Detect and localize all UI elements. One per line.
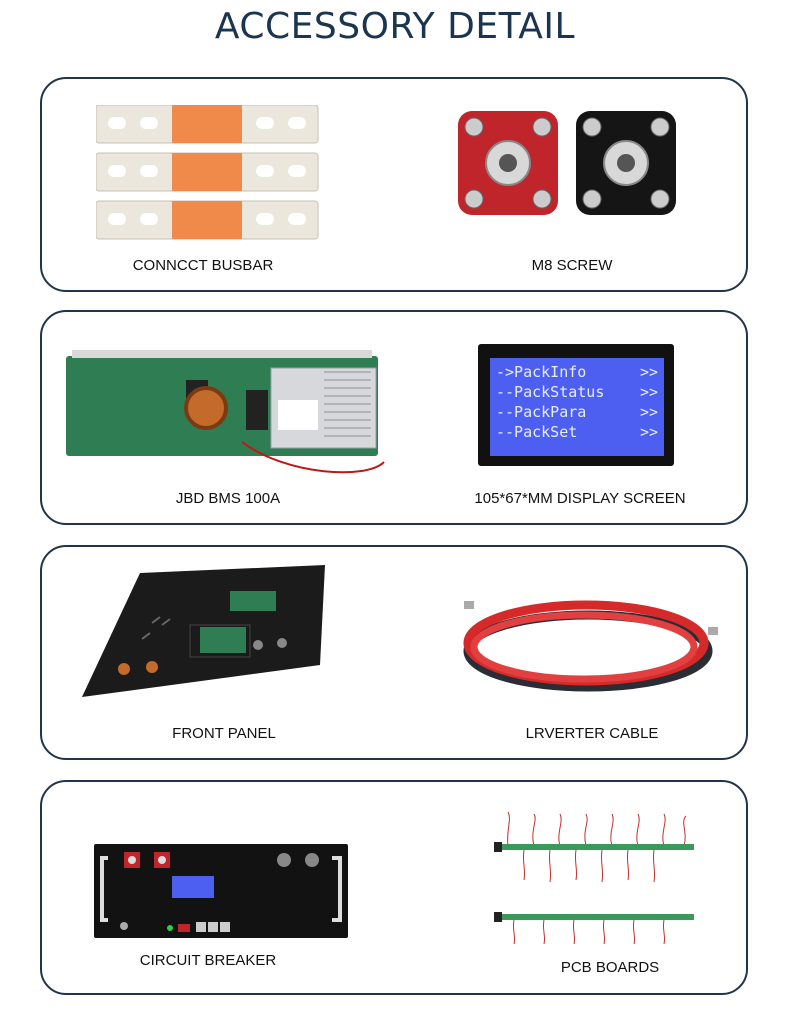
busbar-image bbox=[96, 105, 321, 241]
m8-screw-caption: M8 SCREW bbox=[531, 257, 613, 274]
accessory-card-2: JBD BMS 100A ->PackInfo>> --PackStatus>>… bbox=[40, 310, 748, 525]
bms-board-image bbox=[66, 350, 386, 480]
display-line-2: --PackStatus>> bbox=[496, 383, 658, 401]
circuit-breaker-caption: CIRCUIT BREAKER bbox=[139, 952, 277, 969]
accessory-card-1: CONNCCT BUSBAR M8 SCREW bbox=[40, 77, 748, 292]
page-title: ACCESSORY DETAIL bbox=[214, 6, 576, 47]
pcb-boards-caption: PCB BOARDS bbox=[560, 959, 660, 976]
display-line-1: ->PackInfo>> bbox=[496, 363, 658, 381]
front-panel-image bbox=[80, 565, 330, 700]
inverter-cable-image bbox=[460, 591, 722, 701]
bms-caption: JBD BMS 100A bbox=[175, 490, 281, 507]
display-caption: 105*67*MM DISPLAY SCREEN bbox=[474, 490, 686, 507]
accessory-card-4: CIRCUIT BREAKER PCB BOARDS bbox=[40, 780, 748, 995]
display-screen-image[interactable]: ->PackInfo>> --PackStatus>> --PackPara>>… bbox=[478, 344, 674, 466]
pcb-boards-image bbox=[494, 810, 698, 946]
front-panel-caption: FRONT PANEL bbox=[172, 725, 276, 742]
display-line-4: --PackSet>> bbox=[496, 423, 658, 441]
inverter-cable-caption: LRVERTER CABLE bbox=[525, 725, 659, 742]
battery-front-image bbox=[94, 844, 350, 940]
accessory-card-3: FRONT PANEL LRVERTER CABLE bbox=[40, 545, 748, 760]
display-lcd: ->PackInfo>> --PackStatus>> --PackPara>>… bbox=[490, 358, 664, 456]
m8-screw-image bbox=[456, 109, 676, 219]
display-line-3: --PackPara>> bbox=[496, 403, 658, 421]
busbar-caption: CONNCCT BUSBAR bbox=[132, 257, 274, 274]
